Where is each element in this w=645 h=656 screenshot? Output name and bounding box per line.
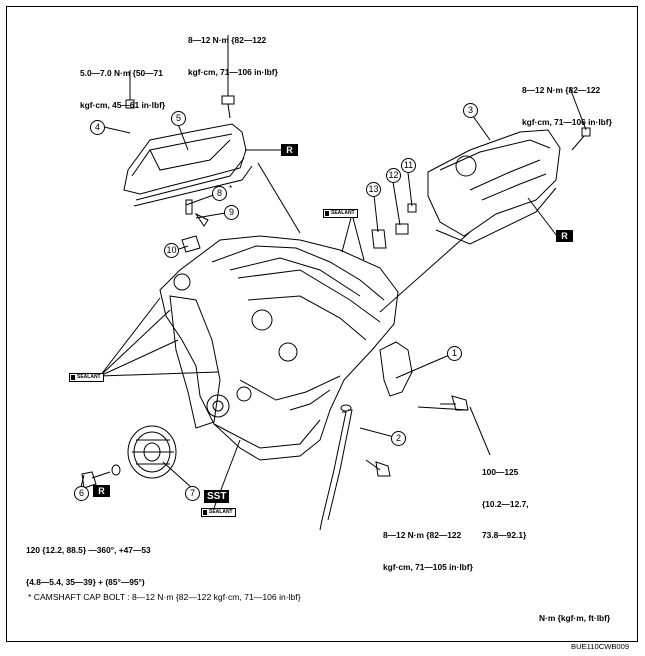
torque-line: kgf·cm, 71—105 in·lbf} — [383, 561, 473, 572]
torque-spec-bottom-center: 8—12 N·m {82—122 kgf·cm, 71—105 in·lbf} — [383, 509, 473, 583]
torque-spec-right-mid: 100—125 {10.2—12.7, 73.8—92.1} — [482, 446, 529, 551]
torque-line: {10.2—12.7, — [482, 498, 529, 509]
replace-marker-left-gasket: R — [281, 144, 298, 156]
callout-3: 3 — [463, 103, 478, 118]
torque-line: 8—12 N·m {82—122 — [522, 85, 601, 95]
sst-marker: SST — [204, 490, 230, 503]
torque-line: 73.8—92.1} — [482, 530, 527, 540]
torque-spec-top-left: 5.0—7.0 N·m {50—71 kgf·cm, 45—61 in·lbf} — [80, 47, 165, 121]
callout-10: 10 — [164, 243, 179, 258]
diagram-frame — [6, 6, 638, 642]
footnote: * CAMSHAFT CAP BOLT : 8—12 N·m {82—122 k… — [28, 592, 301, 602]
callout-1: 1 — [447, 346, 462, 361]
torque-spec-bottom-left: 120 {12.2, 88.5} —360°, +47—53 {4.8—5.4,… — [26, 524, 151, 598]
torque-line: 120 {12.2, 88.5} —360°, +47—53 — [26, 545, 151, 555]
torque-line: 8—12 N·m {82—122 — [383, 530, 462, 540]
callout-6: 6 — [74, 486, 89, 501]
torque-line: 8—12 N·m {82—122 — [188, 35, 267, 45]
callout-13: 13 — [366, 182, 381, 197]
sealant-tag-pulley: SEALANT — [201, 508, 236, 517]
replace-marker-right-gasket: R — [556, 230, 573, 242]
sealant-tag-front: SEALANT — [69, 373, 104, 382]
figure-code: BUE110CWB009 — [571, 642, 630, 651]
replace-marker-crank-bolt: R — [93, 485, 110, 497]
torque-line: 5.0—7.0 N·m {50—71 — [80, 68, 163, 78]
callout-9: 9 — [224, 205, 239, 220]
torque-line: 100—125 — [482, 467, 519, 477]
torque-spec-top-center: 8—12 N·m {82—122 kgf·cm, 71—106 in·lbf} — [188, 14, 278, 88]
callout-4: 4 — [90, 120, 105, 135]
callout-7: 7 — [185, 486, 200, 501]
torque-line: kgf·cm, 71—106 in·lbf} — [522, 116, 612, 127]
callout-11: 11 — [401, 158, 416, 173]
callout-5: 5 — [171, 111, 186, 126]
camshaft-cap-asterisk: * — [229, 183, 233, 193]
torque-line: kgf·cm, 45—61 in·lbf} — [80, 99, 166, 110]
torque-spec-top-right: 8—12 N·m {82—122 kgf·cm, 71—106 in·lbf} — [522, 64, 612, 138]
callout-12: 12 — [386, 168, 401, 183]
callout-2: 2 — [391, 431, 406, 446]
torque-line: {4.8—5.4, 35—39} + (85°—95°) — [26, 576, 145, 587]
torque-line: kgf·cm, 71—106 in·lbf} — [188, 66, 278, 77]
units-note: N·m {kgf·m, ft·lbf} — [539, 613, 611, 623]
sealant-tag-head: SEALANT — [323, 209, 358, 218]
callout-8: 8 — [212, 186, 227, 201]
